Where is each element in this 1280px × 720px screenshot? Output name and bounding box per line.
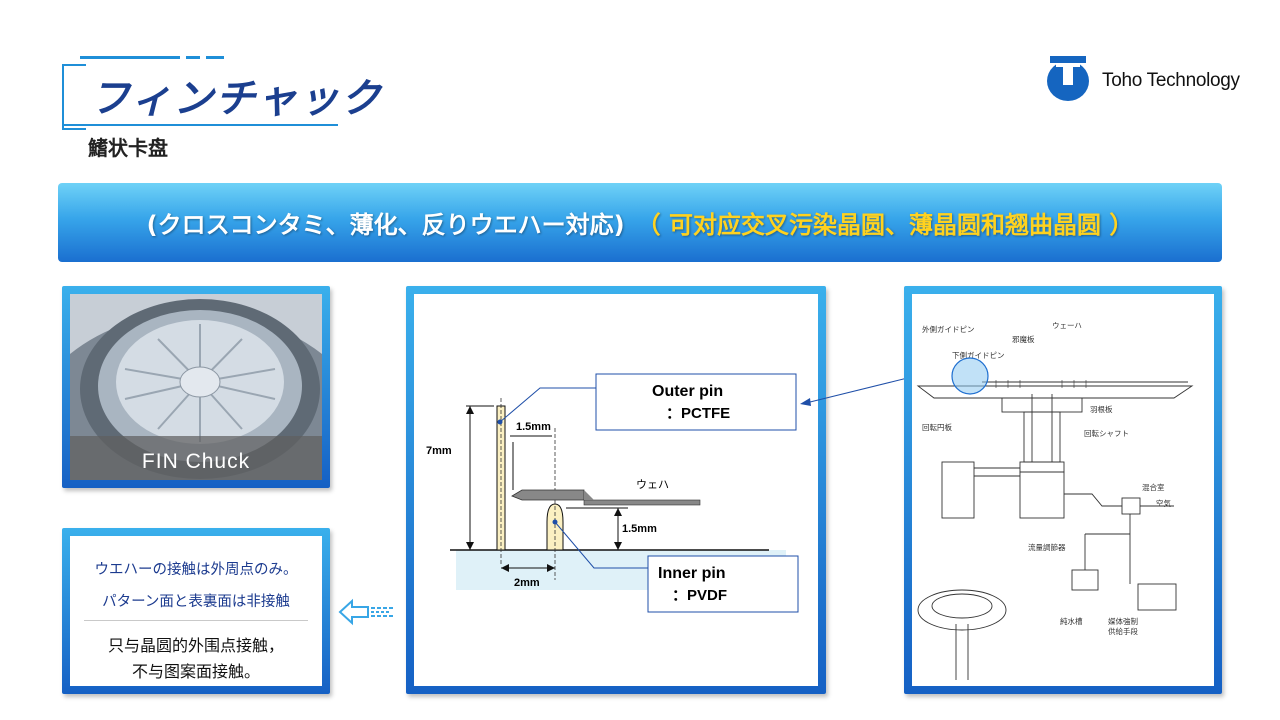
title-underline bbox=[62, 124, 338, 126]
description-panel-body: ウエハーの接触は外周点のみ。 パターン面と表裏面は非接触 只与晶圆的外围点接触，… bbox=[70, 536, 322, 686]
divider bbox=[84, 620, 308, 621]
inner-pin-callout bbox=[647, 555, 799, 613]
inner-pin-label: Inner pin bbox=[658, 565, 726, 582]
dim-width-label: 2mm bbox=[514, 577, 540, 589]
pin-diagram-panel: 7mm 1.5mm 1.5mm 2mm ウェハ Outer pin ：PCTFE bbox=[406, 286, 826, 694]
label-baffle: 邪魔板 bbox=[1012, 334, 1035, 344]
label-medium-supply-1: 媒体強制 bbox=[1108, 616, 1138, 626]
title-decor-dash bbox=[186, 56, 200, 59]
label-medium-supply-2: 供給手段 bbox=[1108, 626, 1138, 636]
outer-pin-material: ：PCTFE bbox=[666, 405, 730, 422]
label-rotary-shaft: 回転シャフト bbox=[1084, 429, 1129, 438]
wafer-label: ウェハ bbox=[636, 478, 669, 491]
wafer bbox=[511, 489, 585, 501]
page-title: フィンチャック bbox=[90, 76, 383, 122]
banner-text: (クロスコンタミ、薄化、反りウエハー対応) （ 可对应交叉污染晶圆、薄晶圆和翘曲… bbox=[58, 183, 1222, 262]
label-inner-guide-pin: 下側ガイドピン bbox=[952, 350, 1005, 360]
fin-chuck-photo: FIN Chuck bbox=[70, 294, 322, 480]
schematic-body: 外側ガイドピン 下側ガイドピン 邪魔板 ウェーハ 回転円板 羽根板 回転シャフト… bbox=[912, 294, 1214, 686]
title-decor-line bbox=[80, 56, 180, 59]
chuck-schematic-drawing: 外側ガイドピン 下側ガイドピン 邪魔板 ウェーハ 回転円板 羽根板 回転シャフト… bbox=[916, 321, 1194, 680]
photo-caption: FIN Chuck bbox=[141, 450, 251, 473]
photo-panel: FIN Chuck bbox=[62, 286, 330, 488]
pin-diagram-body: 7mm 1.5mm 1.5mm 2mm ウェハ Outer pin ：PCTFE bbox=[414, 294, 818, 686]
label-flow-regulator: 流量調節器 bbox=[1028, 542, 1066, 552]
dim-gap-label: 1.5mm bbox=[516, 421, 551, 433]
toho-logo-icon bbox=[1047, 56, 1089, 101]
description-panel: ウエハーの接触は外周点のみ。 パターン面と表裏面は非接触 只与晶圆的外围点接触，… bbox=[62, 528, 330, 694]
label-blade-plate: 羽根板 bbox=[1090, 404, 1113, 414]
description-cn-1: 只与晶圆的外围点接触， bbox=[107, 636, 284, 655]
label-air: 空気 bbox=[1156, 498, 1172, 508]
outer-pin-callout bbox=[595, 373, 797, 431]
company-name: Toho Technology bbox=[1102, 70, 1240, 91]
page-subtitle: 鰭状卡盘 bbox=[88, 136, 168, 160]
schematic-panel: 外側ガイドピン 下側ガイドピン 邪魔板 ウェーハ 回転円板 羽根板 回転シャフト… bbox=[904, 286, 1222, 694]
caption-bar bbox=[70, 436, 322, 480]
description-cn-2: 不与图案面接触。 bbox=[131, 662, 260, 681]
label-outer-guide-pin: 外側ガイドピン bbox=[922, 324, 975, 334]
feature-banner: (クロスコンタミ、薄化、反りウエハー対応) （ 可对应交叉污染晶圆、薄晶圆和翘曲… bbox=[58, 183, 1222, 262]
title-bracket bbox=[62, 64, 86, 130]
dim-7mm-label: 7mm bbox=[426, 445, 452, 457]
label-wafer: ウェーハ bbox=[1052, 321, 1082, 330]
outer-pin-label: Outer pin bbox=[652, 383, 723, 400]
fin-chuck-illustration bbox=[70, 294, 322, 480]
left-arrow-icon bbox=[338, 598, 393, 626]
pin-dimension-diagram: 7mm 1.5mm 1.5mm 2mm ウェハ Outer pin ：PCTFE bbox=[426, 373, 799, 613]
banner-text-jp: (クロスコンタミ、薄化、反りウエハー対応) bbox=[146, 211, 625, 239]
label-rotary-disk: 回転円板 bbox=[922, 422, 952, 432]
inner-pin-material: ：PVDF bbox=[672, 587, 727, 604]
banner-text-cn: （ 可对应交叉污染晶圆、薄晶圆和翘曲晶圆 ） bbox=[636, 211, 1134, 239]
label-pure-water: 純水槽 bbox=[1060, 616, 1083, 626]
pin-highlight-circle bbox=[951, 357, 989, 395]
label-mixing-chamber: 混合室 bbox=[1142, 482, 1165, 492]
dim-inner-height-label: 1.5mm bbox=[622, 523, 657, 535]
description-jp-1: ウエハーの接触は外周点のみ。 bbox=[94, 562, 298, 578]
title-decor-dash bbox=[206, 56, 224, 59]
description-jp-2: パターン面と表裏面は非接触 bbox=[102, 594, 290, 610]
